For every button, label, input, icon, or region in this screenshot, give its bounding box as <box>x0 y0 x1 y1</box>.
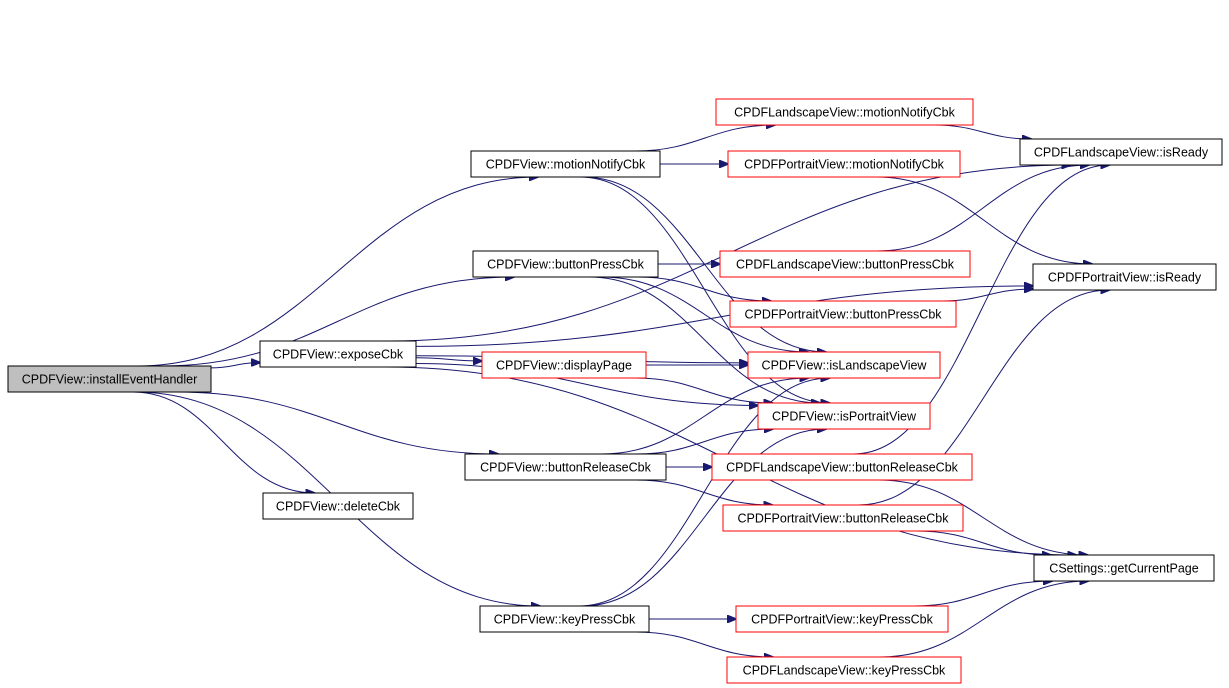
edge-exposeCbk-to-displayPage <box>415 358 482 361</box>
node-buttonReleaseCbk[interactable]: CPDFView::buttonReleaseCbk <box>464 453 667 481</box>
node-L_keyPressCbk[interactable]: CPDFLandscapeView::keyPressCbk <box>726 656 962 684</box>
node-box <box>729 300 957 328</box>
node-motionNotifyCbk[interactable]: CPDFView::motionNotifyCbk <box>470 150 661 178</box>
edge-buttonPressCbk-to-isLandscapeView <box>601 276 808 352</box>
node-box <box>726 656 962 684</box>
edge-P_keyPressCbk-to-getCurrentPage <box>913 581 1052 607</box>
edge-P_motionNotifyCbk-to-P_isReady <box>876 176 1092 264</box>
node-isPortraitView[interactable]: CPDFView::isPortraitView <box>757 402 931 430</box>
edge-buttonPressCbk-to-P_buttonPressCbk <box>637 276 771 301</box>
edge-L_buttonReleaseCbk-to-L_isReady <box>853 165 1110 455</box>
node-L_motionNotifyCbk[interactable]: CPDFLandscapeView::motionNotifyCbk <box>715 98 974 126</box>
node-box <box>262 492 414 520</box>
node-box <box>481 351 647 379</box>
node-label: CPDFView::motionNotifyCbk <box>486 158 646 172</box>
node-buttonPressCbk[interactable]: CPDFView::buttonPressCbk <box>472 250 659 278</box>
node-label: CPDFPortraitView::buttonPressCbk <box>744 308 942 322</box>
node-box <box>727 150 961 178</box>
node-label: CPDFView::buttonPressCbk <box>487 258 645 272</box>
edge-keyPressCbk-to-isLandscapeView <box>578 378 830 607</box>
edge-L_buttonPressCbk-to-L_isReady <box>877 165 1089 252</box>
node-label: CPDFView::displayPage <box>496 359 632 373</box>
node-box <box>472 250 659 278</box>
node-label: CPDFPortraitView::isReady <box>1048 271 1202 285</box>
edge-motionNotifyCbk-to-isPortraitView <box>579 176 830 403</box>
edge-displayPage-to-isPortraitView <box>635 377 772 403</box>
edge-L_buttonReleaseCbk-to-getCurrentPage <box>878 479 1087 555</box>
edge-buttonReleaseCbk-to-isLandscapeView <box>600 378 809 455</box>
node-P_isReady[interactable]: CPDFPortraitView::isReady <box>1032 263 1217 291</box>
node-label: CPDFLandscapeView::motionNotifyCbk <box>734 106 955 120</box>
node-label: CPDFLandscapeView::buttonPressCbk <box>736 258 955 272</box>
node-displayPage[interactable]: CPDFView::displayPage <box>481 351 647 379</box>
node-label: CPDFView::exposeCbk <box>273 348 404 362</box>
edge-keyPressCbk-to-isPortraitView <box>582 429 826 607</box>
node-label: CPDFView::isPortraitView <box>772 410 917 424</box>
node-box <box>722 504 964 532</box>
edge-L_keyPressCbk-to-getCurrentPage <box>879 581 1089 658</box>
node-label: CPDFLandscapeView::keyPressCbk <box>743 664 946 678</box>
node-L_isReady[interactable]: CPDFLandscapeView::isReady <box>1019 138 1223 166</box>
edge-buttonReleaseCbk-to-isPortraitView <box>636 429 773 455</box>
node-label: CPDFPortraitView::motionNotifyCbk <box>744 158 945 172</box>
edge-installEventHandler-to-motionNotifyCbk <box>137 177 538 367</box>
node-label: CPDFLandscapeView::isReady <box>1034 146 1209 160</box>
node-label: CPDFView::installEventHandler <box>22 373 198 387</box>
node-box <box>470 150 661 178</box>
node-box <box>7 365 212 393</box>
node-box <box>259 340 417 368</box>
node-isLandscapeView[interactable]: CPDFView::isLandscapeView <box>747 351 941 379</box>
node-L_buttonPressCbk[interactable]: CPDFLandscapeView::buttonPressCbk <box>719 250 971 278</box>
edge-P_buttonPressCbk-to-P_isReady <box>941 289 1033 302</box>
node-box <box>1019 138 1223 166</box>
edge-installEventHandler-to-exposeCbk <box>210 363 260 369</box>
edge-keyPressCbk-to-L_keyPressCbk <box>635 631 773 657</box>
node-P_motionNotifyCbk[interactable]: CPDFPortraitView::motionNotifyCbk <box>727 150 961 178</box>
node-label: CPDFView::keyPressCbk <box>494 613 636 627</box>
node-P_buttonReleaseCbk[interactable]: CPDFPortraitView::buttonReleaseCbk <box>722 504 964 532</box>
edge-buttonPressCbk-to-isPortraitView <box>589 276 820 403</box>
node-label: CPDFView::buttonReleaseCbk <box>480 461 651 475</box>
edge-exposeCbk-to-P_isReady <box>415 286 1033 347</box>
edge-P_buttonReleaseCbk-to-getCurrentPage <box>916 530 1051 555</box>
node-exposeCbk[interactable]: CPDFView::exposeCbk <box>259 340 417 368</box>
node-label: CSettings::getCurrentPage <box>1049 562 1198 576</box>
edge-installEventHandler-to-deleteCbk <box>132 391 315 493</box>
node-box <box>1033 554 1215 582</box>
node-label: CPDFView::deleteCbk <box>276 500 401 514</box>
node-box <box>719 250 971 278</box>
edge-installEventHandler-to-buttonPressCbk <box>161 277 514 367</box>
node-keyPressCbk[interactable]: CPDFView::keyPressCbk <box>479 605 650 633</box>
node-P_buttonPressCbk[interactable]: CPDFPortraitView::buttonPressCbk <box>729 300 957 328</box>
node-P_keyPressCbk[interactable]: CPDFPortraitView::keyPressCbk <box>735 605 949 633</box>
node-deleteCbk[interactable]: CPDFView::deleteCbk <box>262 492 414 520</box>
node-L_buttonReleaseCbk[interactable]: CPDFLandscapeView::buttonReleaseCbk <box>711 453 973 481</box>
node-box <box>1032 263 1217 291</box>
edge-installEventHandler-to-buttonReleaseCbk <box>176 391 498 454</box>
node-box <box>479 605 650 633</box>
edge-L_motionNotifyCbk-to-L_isReady <box>934 124 1031 139</box>
node-label: CPDFPortraitView::buttonReleaseCbk <box>738 512 950 526</box>
node-box <box>715 98 974 126</box>
edge-motionNotifyCbk-to-L_motionNotifyCbk <box>635 125 775 152</box>
node-box <box>464 453 667 481</box>
node-label: CPDFLandscapeView::buttonReleaseCbk <box>726 461 959 475</box>
node-box <box>711 453 973 481</box>
edge-P_buttonReleaseCbk-to-P_isReady <box>858 290 1109 506</box>
node-box <box>747 351 941 379</box>
node-box <box>757 402 931 430</box>
edge-exposeCbk-to-isPortraitView <box>415 363 758 406</box>
node-installEventHandler[interactable]: CPDFView::installEventHandler <box>7 365 212 393</box>
node-label: CPDFPortraitView::keyPressCbk <box>751 613 934 627</box>
node-getCurrentPage[interactable]: CSettings::getCurrentPage <box>1033 554 1215 582</box>
node-box <box>735 605 949 633</box>
node-label: CPDFView::isLandscapeView <box>762 359 928 373</box>
